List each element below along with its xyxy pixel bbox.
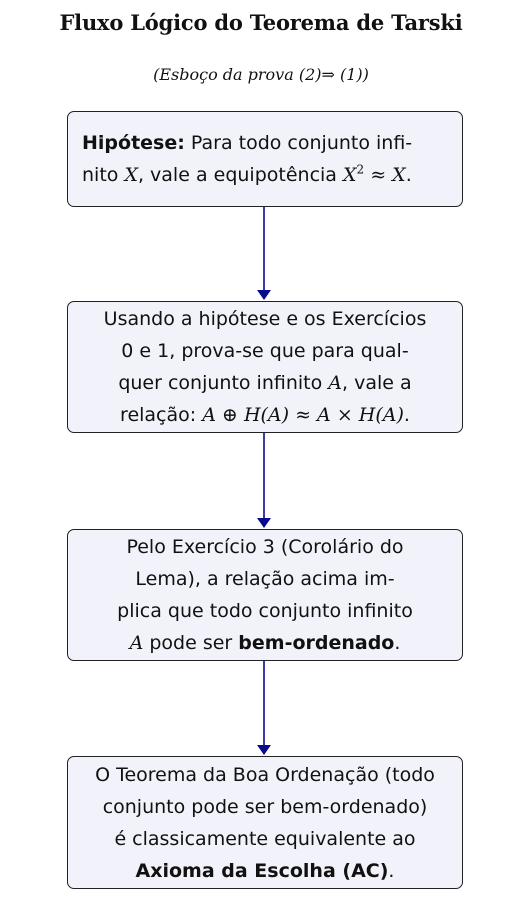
conclusion-line-4b: . bbox=[388, 859, 395, 882]
exercises-line-3a: quer conjunto infinito bbox=[118, 372, 329, 394]
variable-a: A bbox=[328, 372, 343, 394]
hypothesis-box: Hipótese: Para todo conjunto infi- nito … bbox=[67, 111, 463, 207]
variable-a: A bbox=[129, 632, 144, 654]
corollary-line-4b: . bbox=[394, 632, 401, 654]
hypothesis-text-a: Para todo conjunto infi- bbox=[184, 132, 413, 154]
diagram-title: Fluxo Lógico do Teorema de Tarski bbox=[59, 10, 463, 35]
conclusion-line-3: é classicamente equivalente ao bbox=[114, 827, 416, 850]
exercises-text: Usando a hipótese e os Exercícios 0 e 1,… bbox=[104, 303, 427, 431]
variable-x: X bbox=[124, 164, 138, 186]
hypothesis-text-b: nito bbox=[82, 164, 125, 186]
well-ordered-term: bem-ordenado bbox=[238, 632, 395, 654]
axiom-of-choice-term: Axioma da Escolha (AC) bbox=[135, 859, 389, 882]
hypothesis-lead: Hipótese: bbox=[82, 132, 185, 154]
conclusion-line-1: O Teorema da Boa Ordenação (todo bbox=[95, 763, 435, 786]
formula-base: X bbox=[342, 164, 357, 186]
conclusion-line-2: conjunto pode ser bem-ordenado) bbox=[102, 795, 428, 818]
exercises-line-2: 0 e 1, prova-se que para qual- bbox=[121, 340, 409, 362]
formula-exponent: 2 bbox=[356, 162, 365, 177]
corollary-line-1: Pelo Exercício 3 (Corolário do bbox=[126, 536, 404, 558]
formula-rest: ≈ X bbox=[364, 164, 406, 186]
hypothesis-text-c: , vale a equipotência bbox=[137, 164, 343, 186]
conclusion-box: O Teorema da Boa Ordenação (todo conjunt… bbox=[67, 756, 463, 889]
hypothesis-text-d: . bbox=[405, 164, 412, 186]
corollary-box: Pelo Exercício 3 (Corolário do Lema), a … bbox=[67, 529, 463, 661]
corollary-line-3: plica que todo conjunto infinito bbox=[117, 600, 413, 622]
corollary-line-4a: pode ser bbox=[143, 632, 239, 654]
exercises-line-4b: . bbox=[403, 404, 410, 426]
hypothesis-text: Hipótese: Para todo conjunto infi- nito … bbox=[82, 127, 412, 191]
hartogs-formula: A ⊕ H(A) ≈ A × H(A) bbox=[202, 404, 404, 426]
corollary-text: Pelo Exercício 3 (Corolário do Lema), a … bbox=[117, 531, 413, 659]
equipotence-formula: X2 ≈ X bbox=[343, 164, 406, 186]
exercises-line-4a: relação: bbox=[120, 404, 203, 426]
exercises-line-1: Usando a hipótese e os Exercícios bbox=[103, 308, 427, 330]
conclusion-text: O Teorema da Boa Ordenação (todo conjunt… bbox=[95, 759, 435, 887]
corollary-line-2: Lema), a relação acima im- bbox=[135, 568, 395, 590]
diagram-subtitle: (Esboço da prova (2)⇒ (1)) bbox=[153, 65, 369, 84]
exercises-box: Usando a hipótese e os Exercícios 0 e 1,… bbox=[67, 301, 463, 433]
exercises-line-3b: , vale a bbox=[342, 372, 412, 394]
